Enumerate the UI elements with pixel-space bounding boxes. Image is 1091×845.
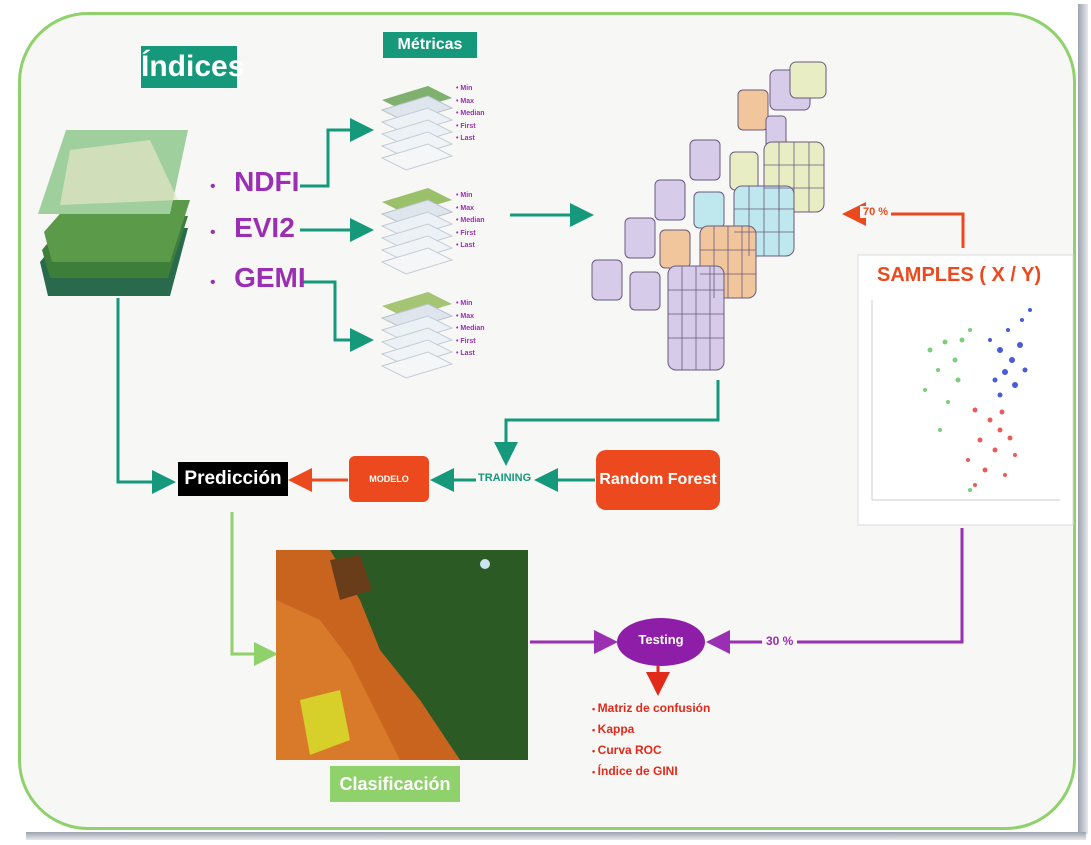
samples-title: SAMPLES ( X / Y) <box>877 264 1042 286</box>
index-item-evi2: • EVI2 <box>210 212 295 244</box>
index-item-ndfi: • NDFI <box>210 166 299 198</box>
prediccion-box: Predicción <box>178 462 288 496</box>
metric-stack-1 <box>380 86 454 171</box>
metric-item: Last <box>456 348 485 361</box>
metric-list-1: Min Max Median First Last <box>456 83 485 146</box>
gemi-connector <box>300 280 374 352</box>
train-split-label: 70 % <box>860 206 892 218</box>
satellite-stack-icon <box>38 130 190 296</box>
metric-item: First <box>456 228 485 241</box>
metric-item: Median <box>456 215 484 228</box>
metric-item: First <box>456 336 485 349</box>
frame-shadow-right <box>1078 4 1088 834</box>
metric-list-2: Min Max Median First Last <box>456 190 485 253</box>
metric-stack-2 <box>380 188 454 275</box>
prediccion-to-clasificacion-arrow <box>230 512 278 666</box>
images-to-prediction-arrow <box>116 298 176 494</box>
samples-30-arrow <box>706 528 964 654</box>
bullet-icon: • <box>210 274 216 291</box>
metric-list-3: Min Max Median First Last <box>456 298 485 361</box>
modelo-box: MODELO <box>349 456 429 502</box>
samples-70-arrow <box>842 202 965 248</box>
metric-item: Max <box>456 96 485 109</box>
metric-item: Median <box>456 323 484 336</box>
clasificacion-label: Clasificación <box>330 766 460 802</box>
index-item-gemi: • GEMI <box>210 262 306 294</box>
metricas-title: Métricas <box>383 32 477 58</box>
matrices-to-training-arrow <box>494 380 720 466</box>
samples-scatter-plot <box>857 254 1074 526</box>
testing-label: Testing <box>638 632 684 647</box>
matrix-grid-lines <box>668 142 824 370</box>
evaluation-results-list: Matriz de confusión Kappa Curva ROC Índi… <box>592 698 711 782</box>
ndfi-connector <box>300 118 374 188</box>
random-forest-box: Random Forest <box>596 450 720 510</box>
result-item: Curva ROC <box>592 740 710 761</box>
index-label: GEMI <box>234 262 306 293</box>
result-item: Matriz de confusión <box>592 698 711 719</box>
metric-item: Median <box>456 108 484 121</box>
metric-item: Min <box>456 298 485 311</box>
classification-map <box>276 550 528 760</box>
training-label: TRAINING <box>478 472 532 484</box>
metric-item: Last <box>456 240 485 253</box>
metric-item: Max <box>456 203 485 216</box>
metric-item: Max <box>456 311 485 324</box>
metric-item: First <box>456 121 485 134</box>
result-item: Índice de GINI <box>592 761 710 782</box>
feature-matrices <box>591 61 827 371</box>
bullet-icon: • <box>210 178 216 195</box>
metric-stack-3 <box>380 292 454 379</box>
result-item: Kappa <box>592 719 710 740</box>
indices-title: Índices <box>141 46 244 88</box>
bullet-icon: • <box>210 224 216 241</box>
metric-item: Last <box>456 133 485 146</box>
frame-shadow-bottom <box>26 832 1086 840</box>
index-label: EVI2 <box>234 212 295 243</box>
testing-node <box>617 618 705 666</box>
metric-item: Min <box>456 190 485 203</box>
metric-item: Min <box>456 83 485 96</box>
index-label: NDFI <box>234 166 300 197</box>
test-split-label: 30 % <box>762 634 798 648</box>
